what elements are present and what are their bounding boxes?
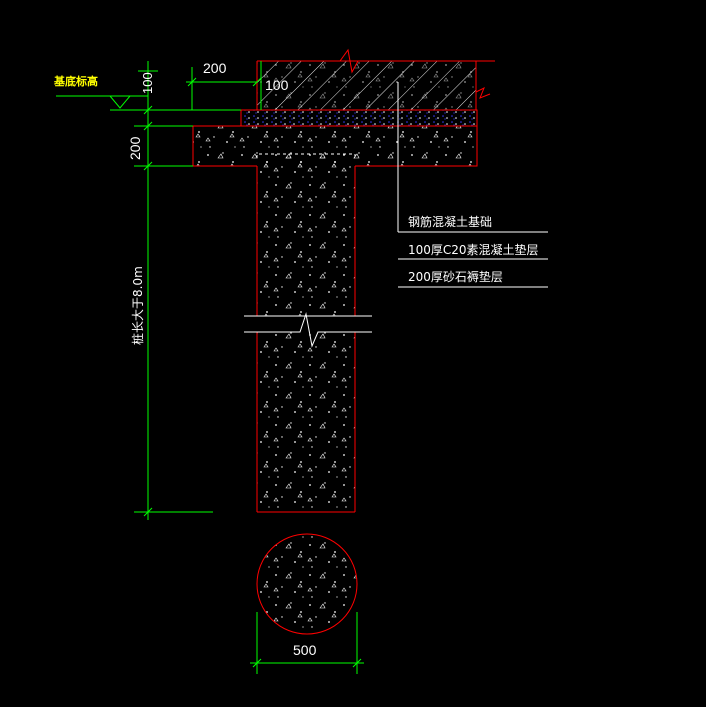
dim-200-left: 200 [127,136,143,160]
dim-500: 500 [293,642,317,658]
upper-hatch-zone [256,48,495,110]
c20-cushion-layer [240,109,478,127]
elevation-label: 基底标高 [53,74,98,88]
base-elevation-symbol [56,95,190,111]
pile-cross-section [256,533,358,635]
dim-100-vertical: 100 [140,72,155,94]
note-gravel-cushion: 200厚砂石褥垫层 [408,269,503,284]
dimension-lines [134,61,364,674]
pile-length-label: 桩长大于8.0m [130,266,145,345]
note-c20-cushion: 100厚C20素混凝土垫层 [408,242,539,257]
dim-100-top: 100 [265,77,289,93]
pile-body [244,153,372,513]
dim-200-top: 200 [203,60,227,76]
note-rc-foundation: 钢筋混凝土基础 [408,214,492,229]
leader-line [397,82,548,288]
